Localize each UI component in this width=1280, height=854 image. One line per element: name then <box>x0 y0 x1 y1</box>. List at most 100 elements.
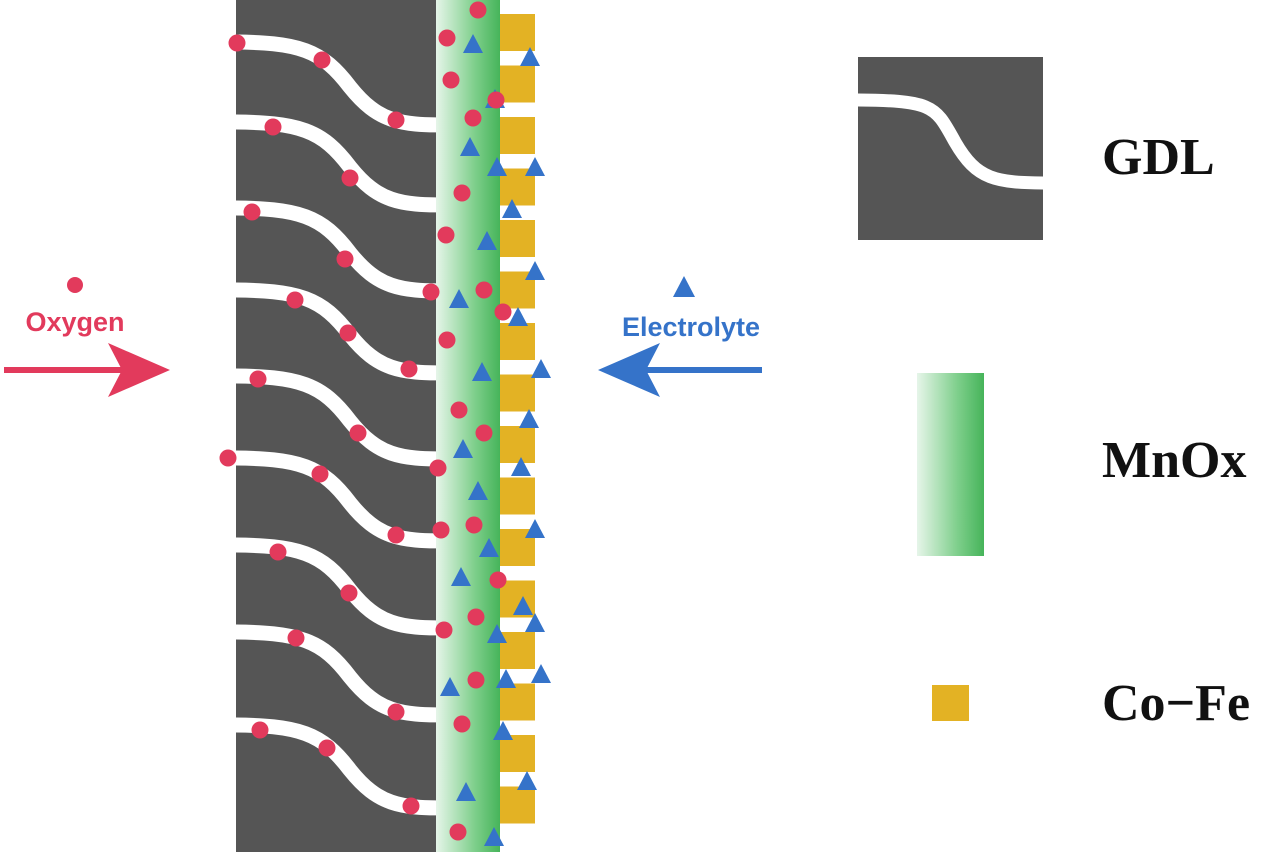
cofe-square <box>500 632 535 669</box>
electrolyte-triangle <box>484 827 504 846</box>
electrolyte-triangle <box>453 439 473 458</box>
electrolyte-triangle <box>508 307 528 326</box>
electrolyte-triangle <box>440 677 460 696</box>
electrolyte-triangle <box>477 231 497 250</box>
oxygen-dot <box>400 360 418 378</box>
cofe-square <box>500 117 535 154</box>
legend-cofe-label: Co−Fe <box>1102 675 1250 732</box>
oxygen-symbol-icon <box>67 277 83 293</box>
electrolyte-triangle <box>460 137 480 156</box>
oxygen-dot <box>467 671 485 689</box>
oxygen-dot <box>387 526 405 544</box>
electrolyte-triangle <box>502 199 522 218</box>
cofe-square <box>500 65 535 103</box>
pore-channel <box>236 34 436 133</box>
electrolyte-triangle <box>520 47 540 66</box>
legend-gdl-label: GDL <box>1102 129 1215 186</box>
oxygen-dot <box>228 34 246 52</box>
legend: GDL MnOx Co−Fe <box>858 57 1250 732</box>
cofe-square <box>500 220 535 257</box>
oxygen-dot <box>489 571 507 589</box>
oxygen-dot <box>311 465 329 483</box>
electrolyte-particles <box>440 34 551 846</box>
electrolyte-triangle <box>472 362 492 381</box>
oxygen-dot <box>286 291 304 309</box>
oxygen-dot <box>442 71 460 89</box>
electrolyte-triangle <box>513 596 533 615</box>
legend-cofe-swatch <box>932 685 969 721</box>
oxygen-label: Oxygen <box>25 307 124 337</box>
electrolyte-triangle <box>479 538 499 557</box>
oxygen-dot <box>438 29 456 47</box>
legend-mnox-swatch <box>917 373 984 556</box>
oxygen-dot <box>287 629 305 647</box>
cofe-square <box>500 323 535 360</box>
electrolyte-triangle <box>493 721 513 740</box>
cofe-square <box>500 786 535 824</box>
cofe-square <box>500 374 535 412</box>
electrolyte-triangle <box>449 289 469 308</box>
cofe-square <box>500 14 535 51</box>
electrolyte-triangle <box>525 261 545 280</box>
oxygen-dot <box>219 449 237 467</box>
electrolyte-triangle <box>525 157 545 176</box>
oxygen-dot <box>251 721 269 739</box>
cofe-square <box>500 735 535 772</box>
oxygen-dot <box>469 1 487 19</box>
oxygen-dot <box>422 283 440 301</box>
oxygen-dot <box>435 621 453 639</box>
electrolyte-triangle <box>487 157 507 176</box>
legend-mnox-label: MnOx <box>1102 432 1246 489</box>
electrolyte-triangle <box>517 771 537 790</box>
oxygen-dot <box>340 584 358 602</box>
electrolyte-triangle <box>456 782 476 801</box>
electrolyte-triangle <box>496 669 516 688</box>
oxygen-dot <box>318 739 336 757</box>
oxygen-arrow-icon <box>4 343 170 397</box>
oxygen-dot <box>387 111 405 129</box>
electrolyte-triangle <box>519 409 539 428</box>
oxygen-particles <box>219 1 512 841</box>
pore-channel <box>236 368 436 467</box>
oxygen-dot <box>475 281 493 299</box>
oxygen-dot <box>432 521 450 539</box>
oxygen-dot <box>387 703 405 721</box>
oxygen-dot <box>494 303 512 321</box>
electrolyte-label: Electrolyte <box>622 312 760 342</box>
pore-channel <box>236 450 436 549</box>
oxygen-dot <box>453 715 471 733</box>
electrolyte-triangle <box>451 567 471 586</box>
oxygen-dot <box>339 324 357 342</box>
oxygen-dot <box>450 401 468 419</box>
oxygen-dot <box>438 331 456 349</box>
oxygen-dot <box>429 459 447 477</box>
electrolyte-symbol-icon <box>673 276 695 297</box>
cofe-particles <box>500 14 535 824</box>
oxygen-dot <box>437 226 455 244</box>
legend-gdl-swatch <box>858 57 1043 240</box>
cofe-square <box>500 683 535 721</box>
electrolyte-triangle <box>525 613 545 632</box>
oxygen-dot <box>349 424 367 442</box>
electrolyte-triangle <box>531 359 551 378</box>
oxygen-dot <box>453 184 471 202</box>
electrolyte-triangle <box>525 519 545 538</box>
oxygen-dot <box>467 608 485 626</box>
oxygen-dot <box>341 169 359 187</box>
electrolyte-triangle <box>463 34 483 53</box>
pore-channel <box>236 624 436 723</box>
oxygen-dot <box>449 823 467 841</box>
oxygen-dot <box>243 203 261 221</box>
electrolyte-triangle <box>487 624 507 643</box>
electrolyte-arrow-icon <box>598 343 762 397</box>
oxygen-dot <box>313 51 331 69</box>
cofe-square <box>500 477 535 515</box>
oxygen-dot <box>264 118 282 136</box>
oxygen-dot <box>464 109 482 127</box>
cofe-square <box>500 426 535 463</box>
electrolyte-triangle <box>511 457 531 476</box>
oxygen-dot <box>336 250 354 268</box>
oxygen-dot <box>402 797 420 815</box>
oxygen-dot <box>249 370 267 388</box>
